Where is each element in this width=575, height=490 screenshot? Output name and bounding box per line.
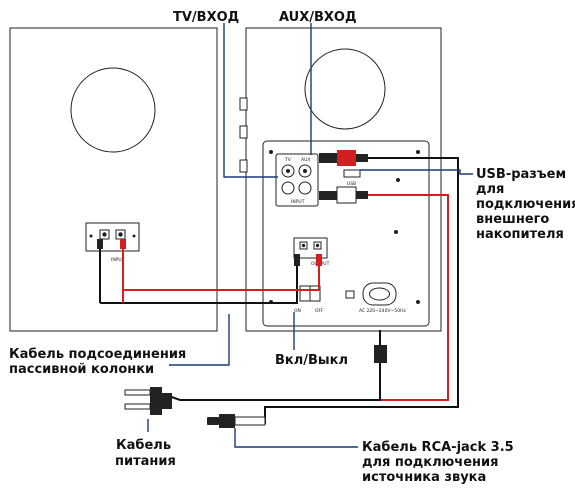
- rca-cable-callout-text: Кабель RCA-jack 3.5 для подключения исто…: [362, 440, 514, 485]
- usb-label: USB: [347, 181, 356, 187]
- svg-text:внешнего: внешнего: [476, 212, 549, 227]
- power-cable-callout-text: Кабель питания: [115, 438, 176, 469]
- input-block: TV AUX INPUT: [275, 153, 319, 207]
- svg-text:для подключения: для подключения: [362, 455, 498, 470]
- output-block: OUTPUT: [293, 237, 330, 267]
- off-label: OFF: [315, 308, 324, 314]
- power-cable: [124, 330, 387, 415]
- active-woofer: [304, 48, 386, 130]
- svg-text:Кабель: Кабель: [116, 438, 171, 453]
- power-plug: [124, 387, 172, 415]
- aux-input-label: AUX/ВХОД: [279, 10, 357, 25]
- power-switch-label: Вкл/Выкл: [275, 353, 348, 368]
- tv-input-label: TV/ВХОД: [173, 10, 239, 25]
- svg-text:Кабель подсоединения: Кабель подсоединения: [9, 347, 186, 362]
- speaker-cable: [100, 266, 320, 304]
- usb-callout-text: USB-разъем для подключения внешнего нако…: [476, 167, 575, 242]
- power-plug-body: [374, 345, 387, 363]
- passive-woofer: [70, 67, 156, 153]
- svg-text:источника звука: источника звука: [362, 470, 486, 485]
- svg-text:USB-разъем: USB-разъем: [476, 167, 566, 182]
- passive-cable-callout-text: Кабель подсоединения пассивной колонки: [9, 347, 186, 377]
- svg-text:Кабель RCA-jack 3.5: Кабель RCA-jack 3.5: [362, 440, 514, 455]
- passive-input-terminal: INPUT: [85, 222, 140, 263]
- passive-speaker: INPUT: [9, 27, 218, 332]
- svg-text:подключения: подключения: [476, 197, 575, 212]
- callout-lines: [147, 23, 473, 448]
- svg-text:для: для: [476, 182, 504, 197]
- ac-label: AC 220~240V~50Hz: [359, 308, 406, 314]
- on-label: ON: [294, 308, 301, 314]
- usb-port[interactable]: [343, 169, 361, 178]
- svg-text:питания: питания: [115, 454, 176, 469]
- svg-text:пассивной колонки: пассивной колонки: [9, 362, 154, 377]
- jack-3-5-plug: [207, 417, 219, 425]
- tv-label: TV: [284, 157, 292, 163]
- active-speaker: TV AUX INPUT USB OUTPUT: [239, 27, 442, 332]
- input-label: INPUT: [291, 199, 305, 205]
- svg-text:накопителя: накопителя: [476, 227, 564, 242]
- aux-label: AUX: [301, 157, 310, 163]
- passive-input-label: INPUT: [111, 257, 125, 263]
